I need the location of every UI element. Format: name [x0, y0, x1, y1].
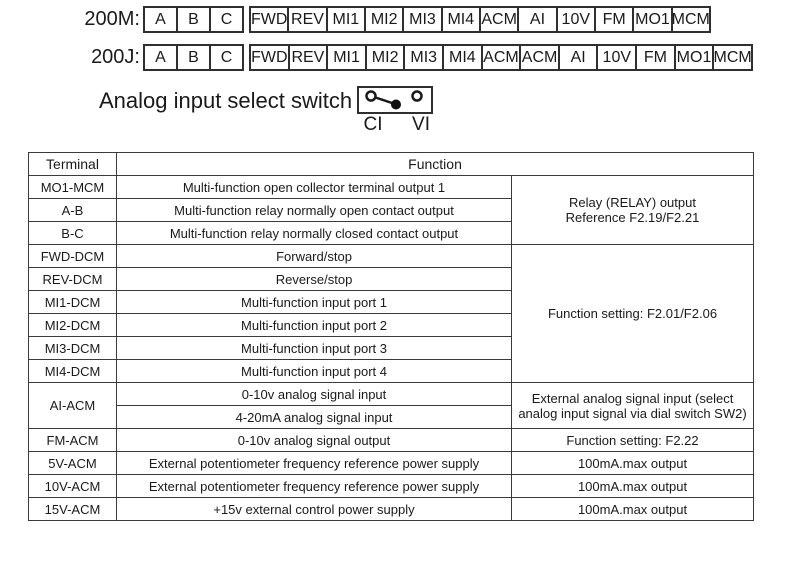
terminal-cell: MI2: [363, 8, 402, 31]
table-row: MI1-DCM Multi-function input port 1: [28, 290, 754, 314]
terminal-cell: ACM: [480, 46, 520, 69]
terminal-cell: B: [176, 46, 209, 69]
terminal-cell: MCM: [670, 8, 709, 31]
terminal-id-cell: MI1-DCM: [28, 290, 117, 314]
function-cell: 0-10v analog signal output: [116, 428, 512, 452]
note-cell-multi-input: Function setting: F2.01/F2.06: [510, 244, 755, 383]
terminal-id-cell: MO1-MCM: [28, 175, 117, 199]
terminal-cell: MI3: [402, 8, 440, 31]
dial-switch-icon: [357, 86, 433, 114]
header-function: Function: [115, 152, 755, 176]
terminal-cell: 10V: [555, 8, 594, 31]
table-row: MO1-MCM Multi-function open collector te…: [28, 175, 755, 245]
terminal-id-cell: 5V-ACM: [28, 451, 117, 475]
terminal-cell: ACM: [478, 8, 517, 31]
terminal-cell: MI3: [403, 46, 442, 69]
terminal-id-cell: REV-DCM: [28, 267, 117, 291]
function-cell: +15v external control power supply: [116, 497, 512, 521]
terminal-cell: FM: [635, 46, 674, 69]
table-row: FM-ACM 0-10v analog signal output Functi…: [28, 428, 755, 452]
terminal-id-cell: 15V-ACM: [28, 497, 117, 521]
table-row: 4-20mA analog signal input: [29, 405, 754, 429]
terminal-cell: B: [176, 8, 209, 31]
terminal-cell: AI: [557, 46, 597, 69]
function-cell: External potentiometer frequency referen…: [116, 474, 512, 498]
model-label-200m: 200M:: [84, 8, 140, 30]
terminal-id-cell: MI3-DCM: [28, 336, 117, 360]
terminal-id-cell: B-C: [28, 221, 117, 245]
terminal-id-cell: MI4-DCM: [28, 359, 117, 383]
function-cell: Multi-function relay normally open conta…: [116, 198, 512, 222]
function-cell: Reverse/stop: [116, 267, 512, 291]
terminal-cell: FWD: [251, 10, 288, 28]
terminal-cell: 10V: [596, 46, 635, 69]
table-row: A-B Multi-function relay normally open c…: [28, 198, 754, 222]
note-cell: 100mA.max output: [510, 497, 755, 521]
function-cell: 4-20mA analog signal input: [116, 405, 512, 429]
table-row: REV-DCM Reverse/stop: [28, 267, 754, 291]
table-row: MI2-DCM Multi-function input port 2: [28, 313, 754, 337]
function-cell: Multi-function input port 4: [116, 359, 512, 383]
model-label-200j: 200J:: [91, 46, 140, 68]
function-cell: 0-10v analog signal input: [116, 382, 512, 406]
terminal-cell: ACM: [519, 46, 558, 69]
terminal-id-cell: MI2-DCM: [28, 313, 117, 337]
function-cell: Multi-function input port 2: [116, 313, 512, 337]
table-row: MI3-DCM Multi-function input port 3: [28, 336, 754, 360]
terminal-cell: FM: [593, 8, 632, 31]
function-table: Terminal Function MO1-MCM Multi-function…: [28, 152, 755, 521]
note-cell: Function setting: F2.22: [510, 428, 755, 452]
terminal-cell: MO1: [632, 8, 670, 31]
terminal-cell: MI2: [364, 46, 404, 69]
terminal-id-cell: FM-ACM: [28, 428, 117, 452]
terminal-id-cell: A-B: [28, 198, 117, 222]
terminal-cell: A: [155, 10, 166, 28]
header-terminal: Terminal: [28, 152, 117, 176]
table-row: FWD-DCM Forward/stop Function setting: F…: [28, 244, 755, 383]
function-cell: Multi-function input port 1: [116, 290, 512, 314]
terminal-id-cell: 10V-ACM: [28, 474, 117, 498]
terminal-cell: A: [155, 48, 166, 66]
terminal-cell: MO1: [673, 46, 713, 69]
function-cell: External potentiometer frequency referen…: [116, 451, 512, 475]
table-row: AI-ACM 0-10v analog signal input Externa…: [28, 382, 755, 429]
switch-position-ci: CI: [363, 114, 383, 135]
function-cell: Multi-function relay normally closed con…: [116, 221, 512, 245]
function-cell: Multi-function open collector terminal o…: [116, 175, 512, 199]
analog-switch-label: Analog input select switch: [99, 88, 353, 113]
table-row: MI4-DCM Multi-function input port 4: [28, 359, 754, 383]
terminal-id-cell: AI-ACM: [28, 382, 117, 429]
terminal-cell: MI1: [326, 46, 365, 69]
terminal-cell: AI: [517, 8, 555, 31]
switch-position-vi: VI: [412, 114, 430, 135]
terminal-strip-200j-main: FWD REV MI1 MI2 MI3 MI4 ACM ACM AI 10V F…: [249, 44, 753, 71]
table-row: B-C Multi-function relay normally closed…: [28, 221, 754, 245]
terminal-cell: C: [209, 46, 242, 69]
terminal-strip-200m-main: FWD REV MI1 MI2 MI3 MI4 ACM AI 10V FM MO…: [249, 6, 711, 33]
table-row: 10V-ACM External potentiometer frequency…: [28, 474, 755, 498]
terminal-cell: C: [209, 8, 242, 31]
table-row: 5V-ACM External potentiometer frequency …: [28, 451, 755, 475]
terminal-cell: MI4: [440, 8, 479, 31]
note-cell-relay: Relay (RELAY) output Reference F2.19/F2.…: [510, 175, 755, 245]
terminal-id-cell: FWD-DCM: [28, 244, 117, 268]
terminal-strip-200j-abc: A B C: [143, 44, 244, 71]
terminal-cell: FWD: [251, 48, 288, 66]
terminal-cell: MCM: [712, 46, 751, 69]
terminal-cell: MI4: [442, 46, 481, 69]
table-row: 15V-ACM +15v external control power supp…: [28, 497, 755, 521]
note-cell: 100mA.max output: [510, 474, 755, 498]
table-header-row: Terminal Function: [28, 152, 755, 176]
function-cell: Forward/stop: [116, 244, 512, 268]
terminal-cell: REV: [287, 46, 327, 69]
terminal-strip-200m-abc: A B C: [143, 6, 244, 33]
terminal-cell: MI1: [325, 8, 364, 31]
function-cell: Multi-function input port 3: [116, 336, 512, 360]
terminal-cell: REV: [287, 8, 325, 31]
note-cell-external-analog: External analog signal input (select ana…: [510, 382, 755, 429]
note-cell: 100mA.max output: [510, 451, 755, 475]
